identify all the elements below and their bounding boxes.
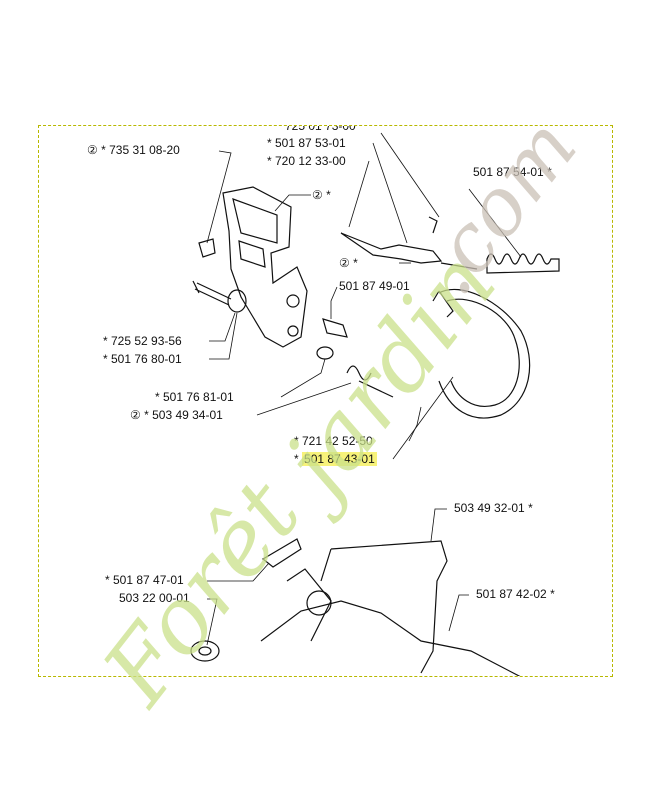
part-label-circled-2-a: ② * bbox=[312, 188, 331, 202]
part-label-721-42-52-50: * 721 42 52-50 bbox=[294, 434, 373, 448]
housing-501-87-42 bbox=[260, 568, 521, 676]
brake-lower-hole bbox=[287, 325, 299, 337]
brake-band-end bbox=[432, 290, 454, 318]
linkage-rod bbox=[440, 262, 478, 270]
diagram-frame: ② * 735 31 08-20 725 01 73-00 * 501 87 5… bbox=[38, 125, 613, 677]
part-label-501-87-43-01: * 501 87 43-01 bbox=[294, 452, 377, 466]
washer-501-76-81 bbox=[316, 346, 334, 360]
spring-501-87-54 bbox=[486, 253, 560, 274]
brake-linkage bbox=[340, 232, 443, 264]
brake-band bbox=[438, 288, 531, 419]
lever-501-87-47 bbox=[261, 538, 302, 568]
spring-503-49-34 bbox=[346, 365, 394, 398]
pin-501-87-49 bbox=[322, 318, 348, 338]
part-label-503-49-32-01: 503 49 32-01 * bbox=[454, 501, 533, 515]
part-label-503-22-00-01: 503 22 00-01 bbox=[119, 591, 190, 605]
part-label-503-49-34-01: ② * 503 49 34-01 bbox=[130, 408, 223, 422]
part-label-501-76-80-01: * 501 76 80-01 bbox=[103, 352, 182, 366]
part-label-501-87-42-02: 501 87 42-02 * bbox=[476, 587, 555, 601]
screw-720 bbox=[428, 216, 438, 234]
part-label-720-12-33-00: * 720 12 33-00 bbox=[267, 154, 346, 168]
part-label-circled-2-b: ② * bbox=[339, 256, 358, 270]
part-label-501-87-53-01: * 501 87 53-01 bbox=[267, 136, 346, 150]
leader-lines bbox=[206, 132, 522, 646]
screw-long bbox=[192, 280, 232, 306]
part-label-735-31-08-20: ② * 735 31 08-20 bbox=[87, 143, 180, 157]
brake-handle-slot bbox=[238, 240, 266, 268]
bushing-501-76-80 bbox=[227, 289, 247, 313]
part-label-725-52-93-56: * 725 52 93-56 bbox=[103, 334, 182, 348]
part-label-501-87-49-01: 501 87 49-01 bbox=[339, 279, 410, 293]
washer-503-22-00 bbox=[190, 640, 220, 662]
brake-handle bbox=[222, 186, 308, 348]
housing-503-49-32 bbox=[320, 540, 448, 674]
brake-band-inner bbox=[446, 298, 520, 407]
part-label-725-01-73-00: 725 01 73-00 bbox=[285, 125, 356, 133]
highlighted-part-number: 501 87 43-01 bbox=[302, 452, 377, 466]
part-label-501-87-54-01: 501 87 54-01 * bbox=[473, 165, 552, 179]
part-label-501-76-81-01: * 501 76 81-01 bbox=[155, 390, 234, 404]
part-star: * bbox=[294, 452, 299, 466]
screw-small bbox=[198, 238, 216, 258]
parts-diagram bbox=[190, 132, 560, 676]
brake-pivot-hole bbox=[286, 294, 300, 308]
brake-handle-inner bbox=[232, 198, 278, 244]
part-label-501-87-47-01: * 501 87 47-01 bbox=[105, 573, 184, 587]
